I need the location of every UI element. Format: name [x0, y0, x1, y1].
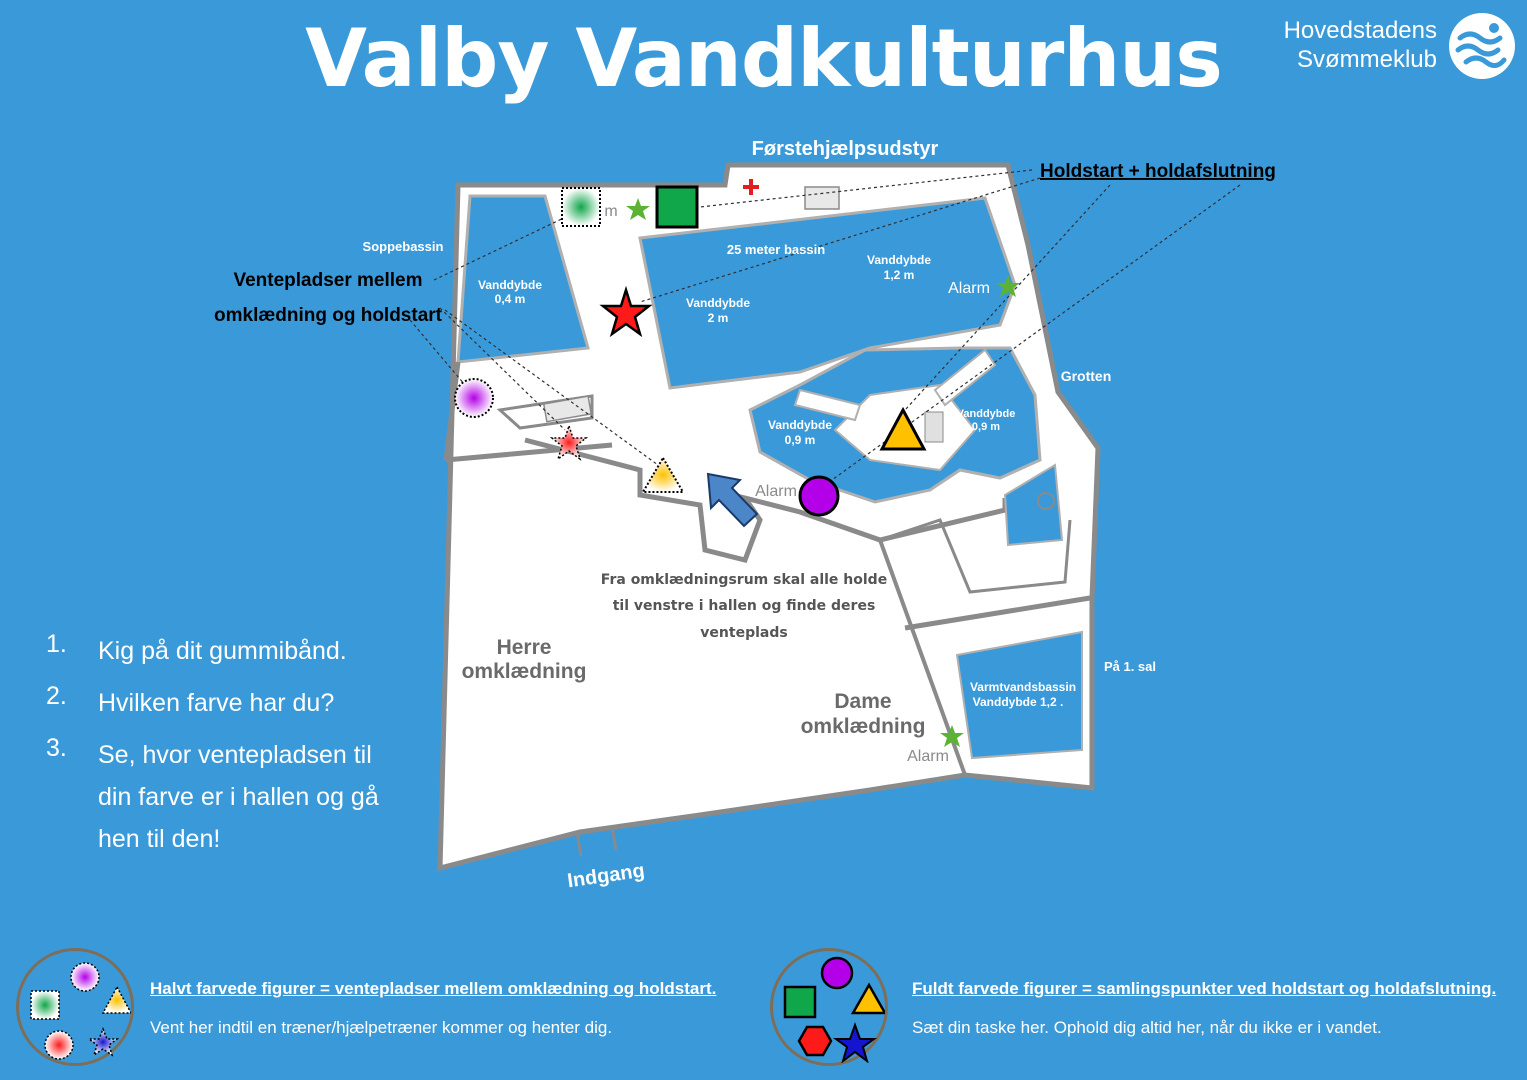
half-yellow-triangle-icon: [101, 985, 133, 1014]
steps-list: 1. Kig på dit gummibånd. 2. Hvilken farv…: [46, 630, 388, 860]
25m-pool: [638, 196, 1017, 390]
alarm-label-corridor: Alarm: [755, 483, 797, 500]
depth-2-value: 2 m: [708, 311, 729, 325]
herre-label-2: omklædning: [462, 660, 587, 683]
25m-pool-label: 25 meter bassin: [727, 242, 825, 257]
soppebassin-label: Soppebassin: [363, 239, 444, 254]
ventepladser-label-1: Ventepladser mellem: [233, 270, 422, 291]
varmtvands-pool: [955, 630, 1083, 760]
depth-2-label: Vanddybde: [686, 296, 750, 310]
green-square-marker: [655, 185, 699, 229]
instruction-line-2: til venstre i hallen og finde deres: [613, 598, 876, 614]
logo-line-2: Svømmeklub: [1296, 46, 1437, 73]
corridor-wall: [524, 437, 1008, 563]
red-hexagon-icon: [797, 1025, 833, 1057]
alarm-label-pool: Alarm: [948, 280, 990, 297]
holdstart-label: Holdstart + holdafslutning: [1040, 161, 1276, 182]
dame-label-1: Dame: [834, 690, 891, 713]
first-aid-cross-icon: [743, 179, 759, 195]
alarm-star-icon: [996, 275, 1020, 297]
grotten-pool: [1003, 463, 1064, 547]
step-number: 2.: [46, 682, 67, 710]
club-logo-text: Hovedstadens Svømmeklub: [1284, 16, 1437, 74]
legend-half-circle: [16, 948, 134, 1066]
grotten-label: Grotten: [1061, 368, 1112, 384]
blue-star-icon: [832, 1022, 878, 1064]
soppe-depth-label: Vanddybde: [478, 278, 542, 292]
legend-full-shapes: [783, 956, 888, 1064]
soppe-depth-value: 0,4 m: [495, 292, 526, 306]
paa-1-sal-label: På 1. sal: [1104, 659, 1156, 674]
varm-label-1: Varmtvandsbassin: [970, 680, 1076, 694]
swimmer-wave-icon: [1449, 13, 1515, 79]
half-green-square-icon: [30, 990, 60, 1020]
alarm-label-dame: Alarm: [907, 748, 949, 765]
half-purple-circle-icon: [70, 962, 100, 992]
legend-full-body: Sæt din taske her. Ophold dig altid her,…: [912, 1018, 1382, 1037]
depth-12-label: Vanddybde: [867, 253, 931, 267]
depth-12-value: 1,2 m: [884, 268, 915, 282]
half-blue-star-icon: [86, 1026, 120, 1057]
alarm-label-partial: m: [604, 203, 617, 220]
step-text: Kig på dit gummibånd.: [98, 637, 347, 665]
step-text: Hvilken farve har du?: [98, 689, 335, 717]
half-red-circle-icon: [44, 1030, 74, 1060]
step-item: 1. Kig på dit gummibånd.: [46, 630, 388, 672]
step-item: 3. Se, hvor ventepladsen til din farve e…: [46, 734, 388, 860]
first-aid-label: Førstehjælpsudstyr: [752, 138, 939, 160]
depth-09b-label: Vanddybde: [957, 408, 1016, 420]
step-number: 1.: [46, 630, 67, 658]
green-square-icon: [783, 985, 817, 1019]
stairs-left: [542, 395, 593, 423]
direction-arrow-icon: [706, 472, 759, 528]
purple-circle-marker: [798, 475, 840, 517]
indgang-label: Indgang: [566, 860, 646, 893]
red-star-marker: [599, 285, 653, 338]
purple-circle-icon: [820, 956, 854, 990]
alarm-star-icon: [626, 198, 650, 220]
herre-label-1: Herre: [497, 636, 552, 659]
legend-half-heading: Halvt farvede figurer = ventepladser mel…: [150, 979, 717, 998]
legend-half-shapes: [30, 962, 133, 1060]
alarm-star-icon: [940, 725, 964, 747]
depth-09b-value: 0,9 m: [972, 421, 1000, 433]
step-number: 3.: [46, 734, 67, 762]
yellow-triangle-marker: [879, 406, 927, 451]
yellow-triangle-icon: [850, 982, 888, 1015]
legend-half-body: Vent her indtil en træner/hjælpetræner k…: [150, 1018, 613, 1037]
half-green-square-marker: [561, 187, 601, 227]
depth-09a-label: Vanddybde: [768, 418, 832, 432]
legend-full-heading: Fuldt farvede figurer = samlingspunkter …: [912, 979, 1497, 998]
stairs-top: [804, 186, 840, 210]
depth-09a-value: 0,9 m: [785, 433, 816, 447]
half-yellow-triangle-marker: [641, 456, 685, 493]
step-text: Se, hvor ventepladsen til din farve er i…: [98, 741, 379, 853]
page-title: Valby Vandkulturhus: [305, 12, 1223, 105]
instruction-line-3: venteplads: [700, 625, 787, 641]
step-item: 2. Hvilken farve har du?: [46, 682, 388, 724]
dame-label-2: omklædning: [801, 715, 926, 738]
half-red-star-marker: [549, 423, 589, 461]
soppebassin-pool: [456, 194, 590, 364]
ventepladser-label-2: omklædning og holdstart: [214, 305, 443, 326]
half-purple-circle-marker: [454, 378, 494, 418]
instruction-line-1: Fra omklædningsrum skal alle holde: [601, 572, 887, 588]
legend-full-circle: [770, 948, 888, 1066]
logo-line-1: Hovedstadens: [1283, 17, 1437, 44]
varm-label-2: Vanddybde 1,2 .: [973, 695, 1064, 709]
